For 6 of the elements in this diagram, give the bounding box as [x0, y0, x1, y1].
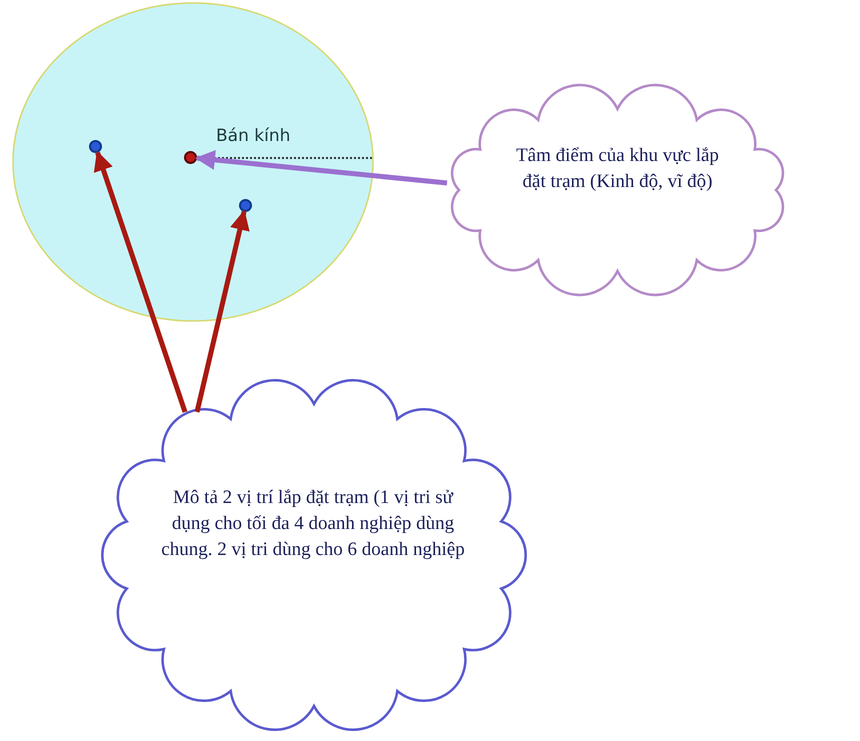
- callout-text: Mô tả 2 vị trí lắp đặt trạm (1 vị tri sử dụng cho tối đa 4 doanh nghiệp dùng chung. 2 vị tri dùng cho 6 doanh nghiệp: [160, 486, 466, 562]
- radius-label: Bán kính: [216, 126, 290, 146]
- arrow: [94, 150, 188, 413]
- callout-text: Tâm điểm của khu vực lắp đặt trạm (Kinh độ, vĩ độ): [515, 144, 720, 194]
- arrow: [194, 210, 250, 413]
- arrow: [194, 150, 448, 186]
